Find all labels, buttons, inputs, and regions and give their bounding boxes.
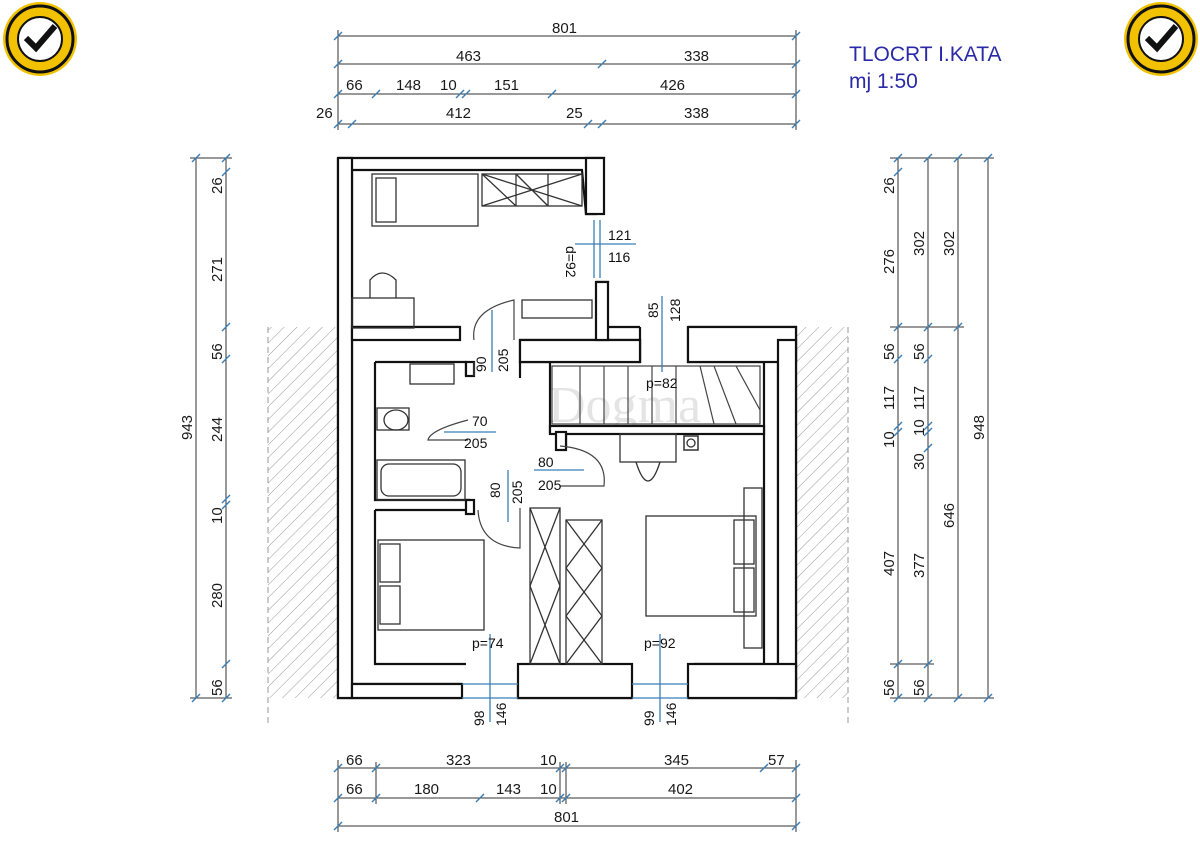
label-top-window-h: 116 [608,249,631,265]
right-dim-c1-extra: 56 [881,679,898,696]
top-dim-r3-0: 66 [346,77,363,94]
label-room-left: p=74 [472,635,504,651]
hatch-left [268,327,338,698]
label-bath-door-w: 70 [472,413,488,429]
left-dim-4: 10 [209,507,226,524]
right-dim-c2-0: 302 [911,231,928,256]
top-dim-r4-0: 26 [316,105,333,122]
hatch-right [796,327,848,698]
left-dim-2: 56 [209,343,226,360]
label-win-right-h: 146 [663,702,679,726]
bottom-dimension-lines [337,760,797,832]
left-dimension-lines [190,157,232,699]
right-dim-c2-6: 56 [911,679,928,696]
bottom-dim-r3-0: 801 [554,809,579,826]
right-dim-c4: 948 [971,415,988,440]
right-dim-c1-4: 10 [881,431,898,448]
top-dim-r2-1: 338 [684,48,709,65]
plan-title: TLOCRT I.KATA [849,43,1001,66]
top-dimension-lines [337,30,797,130]
bottom-dim-r1-3: 345 [664,752,689,769]
right-dim-c2-3: 10 [911,419,928,436]
label-win-left-h: 146 [493,702,509,726]
right-dim-c1-5: 407 [881,551,898,576]
top-dim-r2-0: 463 [456,48,481,65]
bottom-dim-r2-3: 10 [540,781,557,798]
right-dim-c2-1: 56 [911,343,928,360]
label-bed-door-h: 205 [509,480,525,504]
staircase [551,365,761,425]
label-top-window-w: 121 [608,227,632,243]
bottom-dim-r1-2: 10 [540,752,557,769]
bottom-dim-r2-1: 180 [414,781,439,798]
label-hall-door-h: 205 [538,477,562,493]
label-hall-door-w: 80 [538,454,554,470]
label-win-right-w: 99 [641,710,657,726]
bottom-dim-r1-1: 323 [446,752,471,769]
left-dimension-ticks [191,153,231,703]
right-dim-c3-1: 646 [941,503,958,528]
label-win-left-w: 98 [471,710,487,726]
left-dim-3: 244 [209,417,226,442]
left-dim-0: 26 [209,177,226,194]
right-dimension-lines [890,157,994,699]
top-dim-r4-2: 25 [566,105,583,122]
top-dim-r3-4: 426 [660,77,685,94]
plan-scale: mj 1:50 [849,70,918,93]
label-room-right: p=92 [644,635,676,651]
top-dim-r4-1: 412 [446,105,471,122]
bottom-dim-r2-4: 402 [668,781,693,798]
right-dim-c1-1: 276 [881,249,898,274]
left-dim-5: 280 [209,583,226,608]
label-top-window-d: d=92 [563,246,579,278]
door-swings [427,299,605,549]
label-hall-win-h: 128 [667,298,683,322]
right-dim-c2-2: 117 [911,386,928,410]
wall-fills [336,156,798,700]
label-bed-door-w: 80 [487,482,503,498]
top-dim-r1-0: 801 [552,20,577,37]
right-dim-c2-4: 30 [911,453,928,470]
right-dim-c1-3: 117 [881,386,898,410]
top-dim-r3-2: 10 [440,77,457,94]
label-stair: p=82 [646,375,678,391]
top-dim-r3-1: 148 [396,77,421,94]
right-dim-c1-0: 26 [881,177,898,194]
top-dim-r4-3: 338 [684,105,709,122]
top-dimension-ticks [333,31,801,129]
window-markers [444,220,688,722]
furniture [351,173,763,665]
left-dim-6: 56 [209,679,226,696]
abbyy-seal-right-icon [1124,2,1198,76]
top-dim-r3-3: 151 [494,77,519,94]
label-hall-win-w: 85 [645,302,661,318]
right-dim-c2-5: 377 [911,553,928,578]
label-bath-door-h: 205 [464,435,488,451]
left-dim-1: 271 [209,257,226,282]
bottom-dimension-ticks [333,763,801,831]
bottom-dim-r2-2: 143 [496,781,521,798]
left-dim-outer: 943 [179,415,196,440]
bottom-dim-r1-0: 66 [346,752,363,769]
right-dim-c1-2: 56 [881,343,898,360]
label-door-top-w: 90 [473,356,489,372]
right-dim-c3-0: 302 [941,231,958,256]
right-dimension-ticks [893,153,993,703]
abbyy-seal-left-icon [3,2,77,76]
label-door-top-h: 205 [495,348,511,372]
bottom-dim-r2-0: 66 [346,781,363,798]
bottom-dim-r1-4: 57 [768,752,785,769]
